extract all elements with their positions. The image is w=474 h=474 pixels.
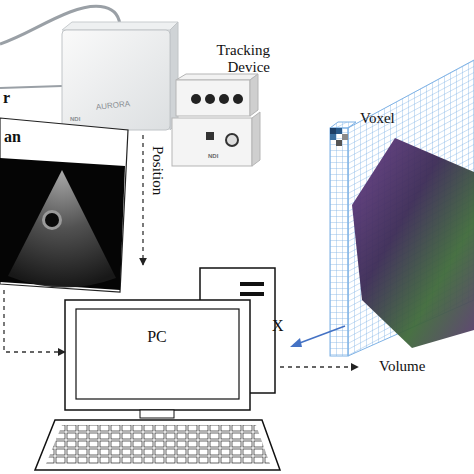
voxel-cell <box>330 128 336 134</box>
keyboard-keys <box>46 425 270 464</box>
pc-screen <box>76 309 239 399</box>
node-label: Tracking Device <box>186 42 270 77</box>
ultrasound-image <box>0 158 125 290</box>
voxel-grid <box>330 122 356 128</box>
voxel-cell <box>342 134 348 140</box>
control-unit <box>252 112 260 166</box>
pc-drive <box>240 282 264 286</box>
node-label: an <box>4 128 64 146</box>
voxel-volume-node: Voxel <box>358 60 474 380</box>
control-port <box>226 134 238 146</box>
node-label: PC <box>127 328 187 346</box>
ultrasound-image <box>0 118 128 292</box>
voxel-grid <box>330 128 348 356</box>
pc-keyboard <box>35 420 280 470</box>
pc-drive <box>240 292 264 296</box>
pc-node: PC <box>65 265 280 410</box>
voxel-cell <box>330 134 336 140</box>
voxel-cell <box>336 128 342 134</box>
device-logo: NDI <box>70 116 80 122</box>
x-axis <box>297 326 345 344</box>
control-unit <box>250 74 258 116</box>
voxel-cell <box>336 140 342 146</box>
ultrasound-lesion <box>42 210 62 230</box>
control-unit <box>176 80 250 116</box>
device-logo: NDI <box>208 153 218 159</box>
x-axis-head <box>290 338 302 347</box>
voxel-grid <box>348 60 474 356</box>
control-unit <box>172 118 252 166</box>
edge-label: Volume <box>379 359 425 374</box>
control-knob <box>205 94 215 104</box>
edge-label: Position <box>150 146 165 195</box>
ultrasound-lesion <box>45 213 59 227</box>
dashed-arrow <box>4 290 65 352</box>
cropped-label: r <box>3 90 10 106</box>
pc-stand <box>140 410 174 418</box>
control-unit <box>172 74 260 166</box>
ultrasound-scan: an <box>0 120 130 290</box>
control-knob <box>191 94 201 104</box>
field-generator <box>62 22 178 30</box>
field-generator <box>62 22 178 130</box>
pc-monitor <box>65 300 250 410</box>
control-port <box>206 132 214 140</box>
ultrasound-slice <box>352 138 474 348</box>
control-knob <box>219 94 229 104</box>
tracking-device: Tracking Device <box>60 18 270 135</box>
field-generator <box>62 30 170 130</box>
node-label: Voxel <box>360 110 420 127</box>
voxel-volume <box>290 60 474 356</box>
dashed-arrow <box>280 366 358 367</box>
axis-label: X <box>272 318 284 334</box>
pc-drawing <box>35 268 280 470</box>
ultrasound-image <box>0 118 128 292</box>
ultrasound-fan <box>8 170 116 288</box>
control-knob <box>233 94 243 104</box>
dashed-arrow <box>142 135 143 265</box>
sensor-cable <box>0 86 62 88</box>
